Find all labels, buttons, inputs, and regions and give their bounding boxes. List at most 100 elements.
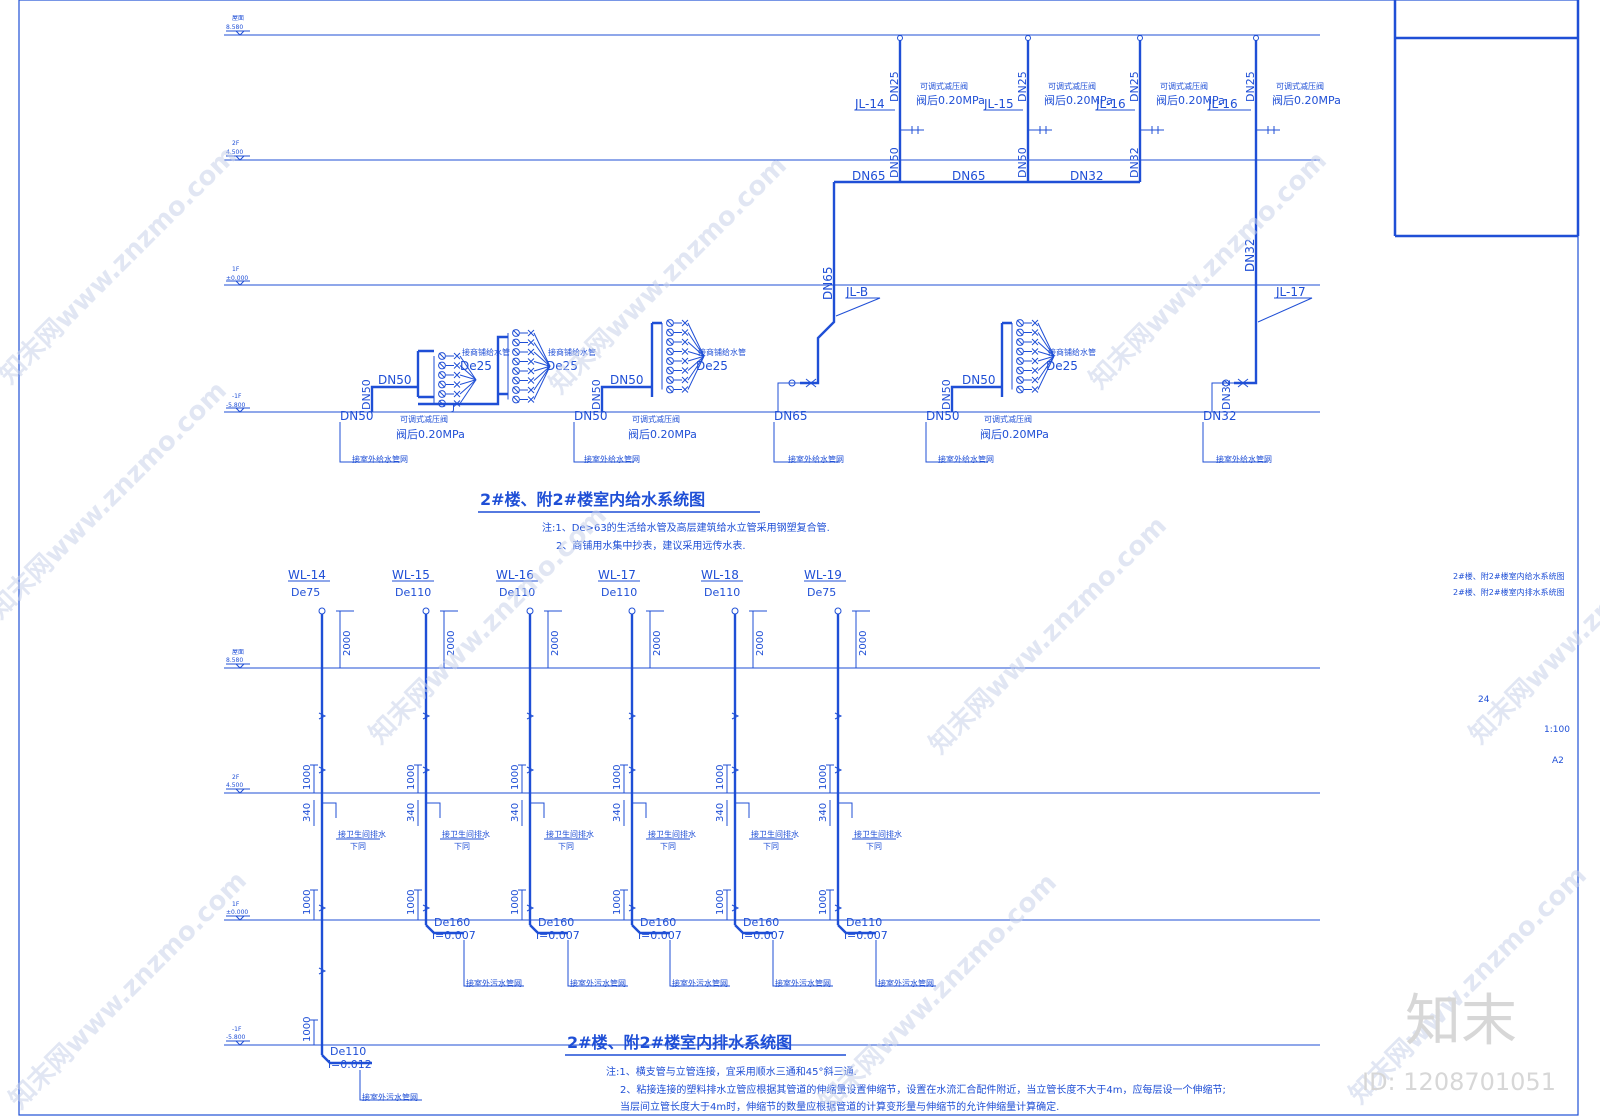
- outdoor-label: 接室外污水管网: [775, 978, 831, 988]
- riser-size-bottom-2: DN50: [1016, 147, 1029, 178]
- outlet-size: De160: [640, 916, 676, 929]
- svg-text:340: 340: [818, 803, 829, 822]
- riser-size-top-2: DN25: [1016, 71, 1029, 102]
- outlet-size: De160: [538, 916, 574, 929]
- svg-text:DN50: DN50: [378, 373, 412, 387]
- elevation-roof-drain: 屋面 8.580: [226, 649, 250, 669]
- svg-text:2000: 2000: [858, 631, 869, 656]
- svg-text:1000: 1000: [510, 890, 521, 915]
- riser-label-2: JL-15: [983, 97, 1014, 111]
- svg-text:接室外给水管网: 接室外给水管网: [352, 454, 408, 464]
- drain-stack: WL-18De110200010003401000接卫生间排水下同De160i=…: [701, 568, 833, 988]
- meter-bank: [661, 319, 705, 394]
- svg-text:340: 340: [612, 803, 623, 822]
- header-size-1: DN65: [852, 169, 886, 183]
- svg-text:1000: 1000: [302, 1017, 313, 1042]
- svg-text:可调式减压阀: 可调式减压阀: [1048, 81, 1096, 91]
- elevation-2f-supply: 2F 4.500: [226, 140, 250, 161]
- main-a-label: JL-B: [845, 285, 868, 299]
- svg-text:2F: 2F: [232, 140, 240, 147]
- supply-note-1: 注:1、De>63的生活给水管及高层建筑给水立管采用钢塑复合管.: [542, 521, 830, 534]
- branch-label: 接卫生间排水: [442, 829, 490, 839]
- svg-text:340: 340: [715, 803, 726, 822]
- riser-caps: [897, 35, 1259, 41]
- riser-size-top-1: DN25: [888, 71, 901, 102]
- elevation-1f-drain: 1F ±0.000: [226, 901, 250, 921]
- brand-logo-text: 知末: [1405, 989, 1517, 1054]
- svg-text:DN50: DN50: [340, 409, 374, 423]
- svg-text:4.500: 4.500: [226, 782, 243, 789]
- svg-text:DN50: DN50: [926, 409, 960, 423]
- meter-bank: [1011, 319, 1055, 394]
- svg-text:1000: 1000: [510, 765, 521, 790]
- svg-text:2F: 2F: [232, 774, 240, 781]
- watermark-text: 知末网www.znzmo.com: [364, 501, 613, 750]
- outlet-size: De110: [330, 1045, 366, 1058]
- watermark-text: 知末网www.znzmo.com: [4, 866, 253, 1115]
- main-b-label: JL-17: [1275, 285, 1306, 299]
- prv-labels: 可调式减压阀 阀后0.20MPa 可调式减压阀 阀后0.20MPa 可调式减压阀…: [916, 81, 1341, 107]
- meter-bank: [433, 352, 477, 408]
- branch-sub: 下同: [763, 842, 779, 851]
- svg-text:340: 340: [406, 803, 417, 822]
- watermark-text: 知末网www.znzmo.com: [814, 868, 1063, 1117]
- svg-text:340: 340: [510, 803, 521, 822]
- riser-label-4: JL-16: [1207, 97, 1238, 111]
- vent-cap-icon: [731, 607, 739, 615]
- elevation-2f-drain: 2F 4.500: [226, 774, 250, 794]
- riser-size-top-3: DN25: [1128, 71, 1141, 102]
- watermark-text: 知末网www.znzmo.com: [1464, 501, 1600, 750]
- floor-branch-valves: [900, 126, 1280, 134]
- svg-text:De25: De25: [546, 359, 578, 373]
- svg-text:1000: 1000: [818, 890, 829, 915]
- outlet-slope: i=0.007: [638, 929, 682, 942]
- branch-sub: 下同: [350, 842, 366, 851]
- drain-stacks: WL-14De75200010003401000接卫生间排水下同1000De11…: [288, 568, 936, 1102]
- shop-supply-group-1: DN50 DN50 DN50 J 可调式减压阀 阀后0.20MPa 接室外给水管…: [339, 335, 508, 464]
- shop-supply-group-2: DN50 DN50 DN50 可调式减压阀 阀后0.20MPa 接室外给水管网: [573, 321, 697, 464]
- svg-text:1000: 1000: [302, 890, 313, 915]
- svg-text:-1F: -1F: [232, 393, 242, 400]
- svg-text:J: J: [451, 402, 455, 413]
- svg-text:阀后0.20MPa: 阀后0.20MPa: [1156, 93, 1225, 107]
- stack-label: WL-17: [598, 568, 636, 582]
- svg-text:DN50: DN50: [610, 373, 644, 387]
- vent-cap-icon: [422, 607, 430, 615]
- stack-size: De75: [291, 586, 320, 599]
- sheet-size: A2: [1552, 756, 1564, 766]
- watermark-text: 知末网www.znzmo.com: [544, 151, 793, 400]
- riser-size-bottom-1: DN50: [888, 147, 901, 178]
- branch-sub: 下同: [866, 842, 882, 851]
- svg-text:±0.000: ±0.000: [226, 275, 248, 282]
- svg-text:阀后0.20MPa: 阀后0.20MPa: [1044, 93, 1113, 107]
- stack-size: De75: [807, 586, 836, 599]
- svg-text:DN50: DN50: [360, 379, 373, 410]
- svg-text:De25: De25: [696, 359, 728, 373]
- svg-text:2000: 2000: [550, 631, 561, 656]
- stack-size: De110: [395, 586, 431, 599]
- outlet-slope: i=0.007: [844, 929, 888, 942]
- svg-text:接室外给水管网: 接室外给水管网: [1216, 454, 1272, 464]
- svg-text:可调式减压阀: 可调式减压阀: [984, 414, 1032, 424]
- svg-text:接商铺给水管: 接商铺给水管: [1048, 347, 1096, 357]
- outdoor-label: 接室外污水管网: [362, 1092, 418, 1102]
- svg-text:阀后0.20MPa: 阀后0.20MPa: [916, 93, 985, 107]
- stack-label: WL-16: [496, 568, 534, 582]
- svg-text:2000: 2000: [342, 631, 353, 656]
- riser-size-bottom-3: DN32: [1128, 147, 1141, 178]
- svg-text:2000: 2000: [755, 631, 766, 656]
- svg-text:340: 340: [302, 803, 313, 822]
- svg-text:阀后0.20MPa: 阀后0.20MPa: [628, 427, 697, 441]
- svg-text:接商铺给水管: 接商铺给水管: [462, 347, 510, 357]
- main-a-size: DN65: [821, 267, 835, 301]
- main-a-bottom-size: DN65: [774, 409, 808, 423]
- branch-sub: 下同: [454, 842, 470, 851]
- branch-label: 接卫生间排水: [854, 829, 902, 839]
- watermark-text: 知末网www.znzmo.com: [1084, 146, 1333, 395]
- sheet-border: [18, 0, 1579, 1116]
- stack-size: De110: [601, 586, 637, 599]
- svg-text:1000: 1000: [302, 765, 313, 790]
- outlet-slope: i=0.007: [536, 929, 580, 942]
- branch-sub: 下同: [558, 842, 574, 851]
- svg-text:8.580: 8.580: [226, 657, 243, 664]
